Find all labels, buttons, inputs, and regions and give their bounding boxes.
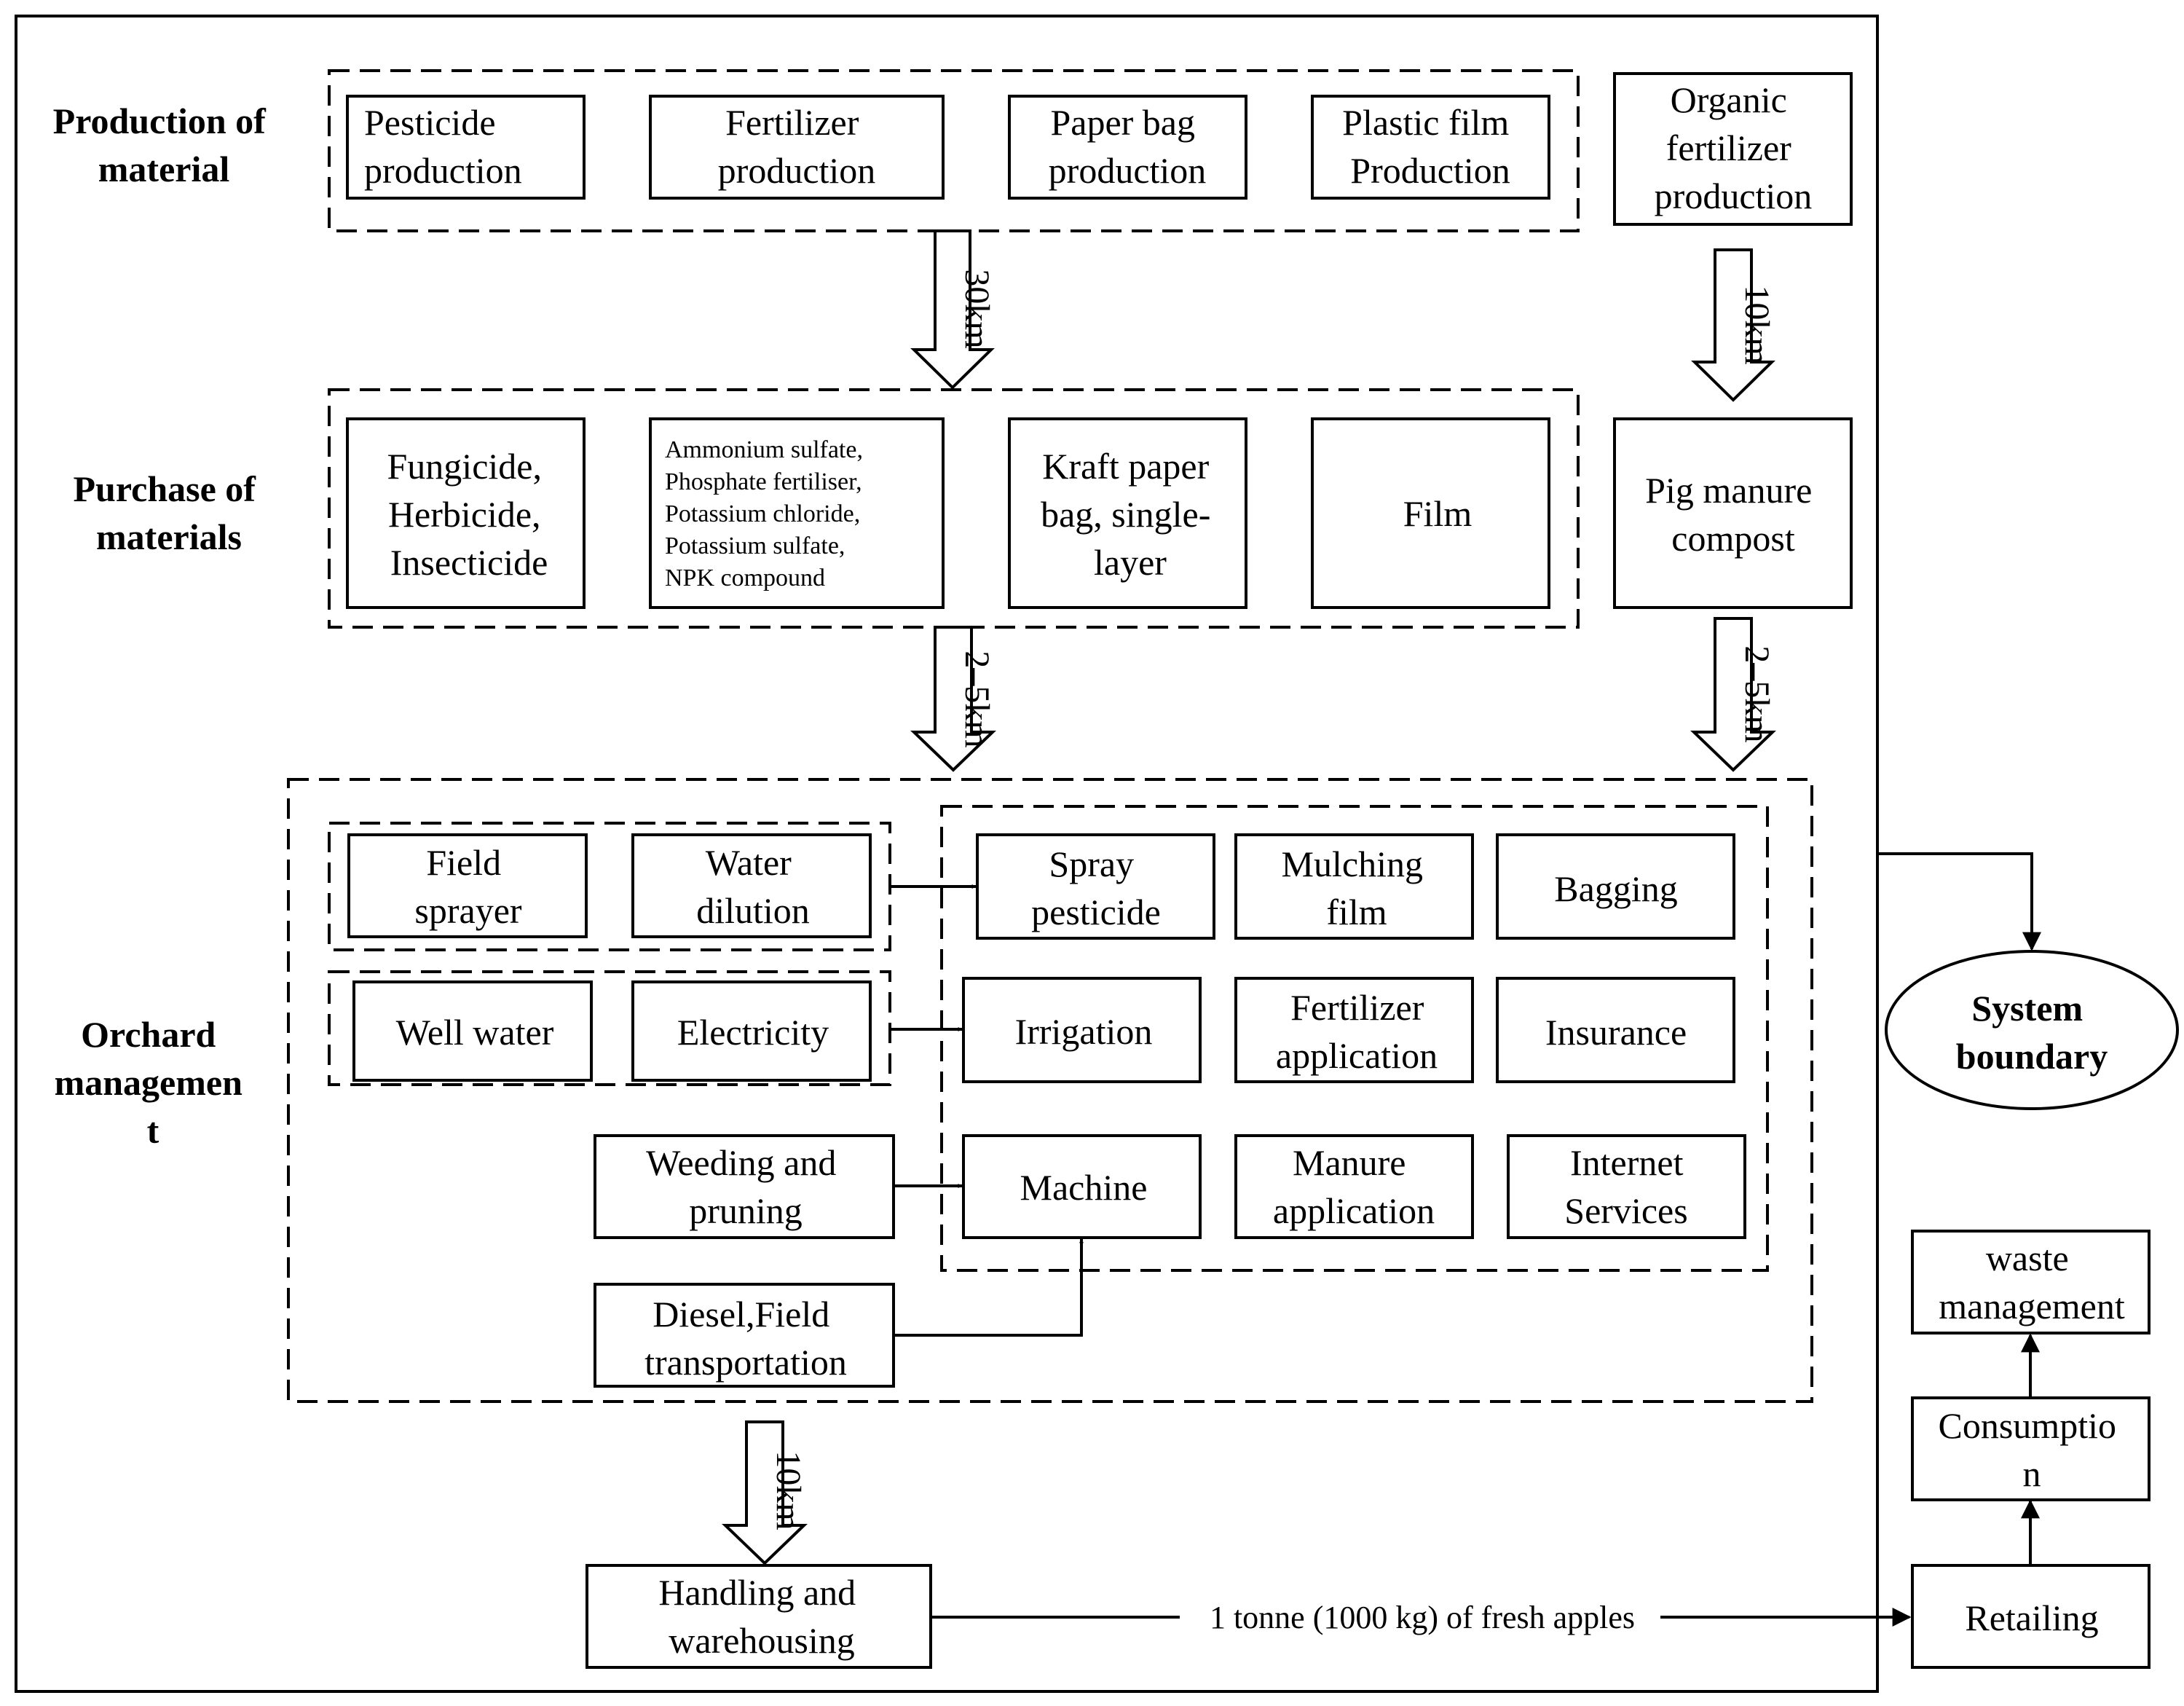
spray-pesticide-box: Spray pesticide <box>976 833 1215 940</box>
fertilizer-application-box: Fertilizer application <box>1234 977 1474 1083</box>
pig-manure-compost-box: Pig manure compost <box>1613 417 1853 609</box>
svg-text:Fertilizer production: Fertilizer production <box>718 102 876 191</box>
svg-text:Well water: Well water <box>396 1012 554 1053</box>
svg-text:Diesel,Field transportat: Diesel,Field transportation <box>644 1294 847 1383</box>
svg-text:Retailing: Retailing <box>1965 1597 2098 1638</box>
chemical-fertilizers-box: Ammonium sulfate, Phosphate fertiliser, … <box>649 417 945 609</box>
machine-box: Machine <box>962 1134 1202 1239</box>
svg-text:10km: 10km <box>769 1450 808 1530</box>
fungicide-herbicide-insecticide-box: Fungicide, Herbicide, Insecticide <box>346 417 586 609</box>
field-sprayer-box: Field sprayer <box>347 833 588 938</box>
svg-text:Mulching film: Mulching film <box>1282 844 1432 932</box>
svg-text:2–5km: 2–5km <box>958 650 996 747</box>
transport-arrow-2-5km-left: 2–5km <box>910 626 996 772</box>
field-operations-subgroup <box>940 805 1769 1272</box>
svg-text:Pesticide production: Pesticide production <box>364 102 522 191</box>
arrow-frame-to-boundary-label <box>1877 852 2041 951</box>
svg-text:Water dilution: Water dilution <box>696 842 810 931</box>
diesel-field-transport-box: Diesel,Field transportation <box>594 1283 895 1388</box>
waste-management-box: waste management <box>1911 1230 2151 1334</box>
svg-text:Consumptio n: Consumptio n <box>1939 1405 2126 1494</box>
svg-text:Handling and warehousing: Handling and warehousing <box>658 1572 864 1661</box>
svg-text:Pig manure compost: Pig manure compost <box>1645 470 1821 559</box>
internet-services-box: Internet Services <box>1507 1134 1746 1239</box>
weeding-pruning-box: Weeding and pruning <box>594 1134 895 1239</box>
handling-warehousing-box: Handling and warehousing <box>586 1564 932 1669</box>
svg-text:Electricity: Electricity <box>677 1012 829 1053</box>
svg-text:Kraft paper bag, single-: Kraft paper bag, single- layer <box>1041 446 1220 583</box>
kraft-paper-bag-box: Kraft paper bag, single- layer <box>1008 417 1247 609</box>
well-water-box: Well water <box>352 980 593 1082</box>
svg-text:Machine: Machine <box>1020 1167 1148 1208</box>
svg-text:Ammonium sulfate, Phosph: Ammonium sulfate, Phosphate fertiliser, … <box>665 436 869 591</box>
svg-text:Manure application: Manure application <box>1273 1142 1435 1231</box>
stage-label-purchase: Purchase of materials <box>74 468 265 557</box>
transport-arrow-10km-organic: 10km <box>1691 248 1776 402</box>
svg-text:Organic fertilizer: Organic fertilizer production <box>1655 79 1813 216</box>
orchard-group <box>287 778 1813 1403</box>
svg-text:Fertilizer application: Fertilizer application <box>1276 987 1438 1076</box>
svg-text:Film: Film <box>1403 493 1473 534</box>
svg-text:System boundary: System boundary <box>1956 988 2108 1077</box>
svg-text:Fungicide, Herbicide,: Fungicide, Herbicide, Insecticide <box>387 446 551 583</box>
insurance-box: Insurance <box>1496 977 1735 1083</box>
irrigation-box: Irrigation <box>962 977 1202 1083</box>
organic-fertilizer-production-box: Organic fertilizer production <box>1613 72 1853 226</box>
transport-arrow-10km-warehouse: 10km <box>722 1420 808 1565</box>
stage-label-orchard: Orchard managemen t <box>55 1014 252 1151</box>
svg-text:Irrigation: Irrigation <box>1015 1011 1153 1052</box>
svg-text:Plastic film Production: Plastic film Production <box>1342 102 1518 191</box>
bagging-box: Bagging <box>1496 833 1735 940</box>
plastic-film-production-box: Plastic film Production <box>1311 95 1550 200</box>
svg-text:waste management: waste management <box>1939 1238 2125 1326</box>
consumption-box: Consumptio n <box>1911 1396 2151 1501</box>
svg-text:Bagging: Bagging <box>1554 868 1677 909</box>
retailing-box: Retailing <box>1911 1564 2151 1669</box>
system-boundary-label: System boundary <box>1885 950 2179 1110</box>
svg-text:Field sprayer: Field sprayer <box>414 842 521 931</box>
transport-arrow-30km: 30km <box>910 229 996 390</box>
svg-text:Internet Services: Internet Services <box>1564 1142 1692 1231</box>
electricity-box: Electricity <box>631 980 872 1082</box>
manure-application-box: Manure application <box>1234 1134 1474 1239</box>
fertilizer-production-box: Fertilizer production <box>649 95 945 200</box>
film-box: Film <box>1311 417 1550 609</box>
pesticide-production-box: Pesticide production <box>346 95 586 200</box>
svg-text:Paper bag production: Paper bag production <box>1049 102 1207 191</box>
svg-text:30km: 30km <box>958 269 996 348</box>
functional-unit-label: 1 tonne (1000 kg) of fresh apples <box>1210 1600 1635 1635</box>
svg-text:2–5km: 2–5km <box>1738 645 1776 742</box>
svg-text:10km: 10km <box>1738 285 1776 364</box>
water-dilution-box: Water dilution <box>631 833 872 938</box>
svg-text:Insurance: Insurance <box>1545 1012 1687 1053</box>
mulching-film-box: Mulching film <box>1234 833 1474 940</box>
svg-text:Spray pesticide: Spray pesticide <box>1031 844 1161 932</box>
transport-arrow-2-5km-right: 2–5km <box>1690 617 1776 772</box>
stage-label-production: Production of material <box>53 101 275 189</box>
arrow-diesel-to-machine <box>894 1238 1084 1337</box>
paper-bag-production-box: Paper bag production <box>1008 95 1247 200</box>
svg-text:Weeding and pruning: Weeding and pruning <box>646 1142 845 1231</box>
